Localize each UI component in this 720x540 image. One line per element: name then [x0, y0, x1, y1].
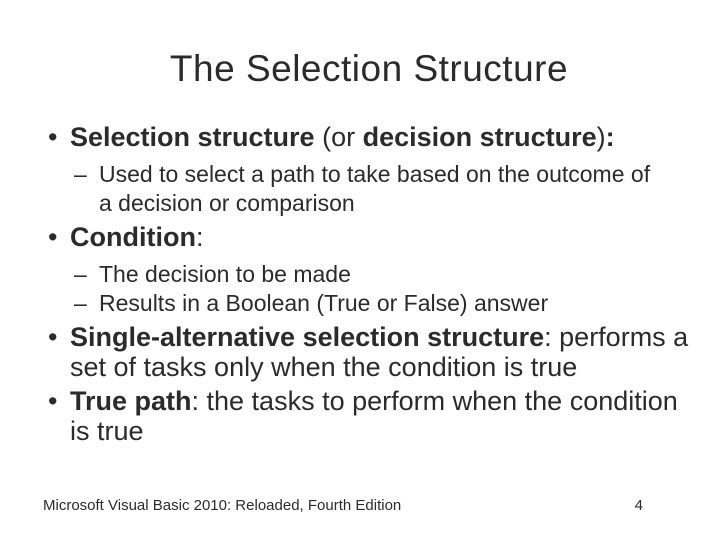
bullet-marker: • — [48, 122, 58, 152]
bullet-list: • Selection structure (or decision struct… — [0, 122, 720, 446]
sub-bullet-line: –The decision to be made — [0, 260, 720, 289]
text-segment: (or — [314, 122, 363, 152]
bullet-marker: • — [48, 386, 58, 416]
bullet-marker: • — [48, 222, 58, 252]
page-number: 4 — [634, 497, 643, 514]
text-segment: : — [195, 222, 204, 252]
slide-title: The Selection Structure — [169, 48, 569, 89]
text-segment: : the tasks to perform when the conditio… — [191, 386, 678, 416]
text-segment: : — [605, 122, 615, 152]
bullet-line: is true — [0, 416, 720, 446]
text-segment: : performs a — [544, 322, 689, 352]
text-segment: True path — [70, 386, 192, 416]
text-segment: The decision to be made — [99, 261, 351, 287]
bullet-line: • Single-alternative selection structure:… — [0, 322, 720, 352]
bullet-line: • Selection structure (or decision struct… — [0, 122, 720, 152]
text-segment: set of tasks only when the condition is … — [70, 352, 578, 382]
dash-marker: – — [74, 261, 87, 287]
text-segment: Condition — [70, 222, 196, 252]
footer-text: Microsoft Visual Basic 2010: Reloaded, F… — [43, 497, 402, 514]
text-segment: decision structure — [362, 122, 597, 152]
text-segment: is true — [70, 416, 144, 446]
sub-bullet-line: a decision or comparison — [0, 189, 720, 218]
sub-bullet-line: –Used to select a path to take based on … — [0, 160, 720, 189]
text-segment: Selection structure — [70, 122, 315, 152]
dash-marker: – — [74, 290, 87, 316]
text-segment: ) — [596, 122, 606, 152]
bullet-marker: • — [48, 322, 58, 352]
sub-bullet-line: –Results in a Boolean (True or False) an… — [0, 289, 720, 318]
bullet-line: • Condition: — [0, 222, 720, 252]
text-segment: Results in a Boolean (True or False) ans… — [99, 290, 549, 316]
bullet-line: set of tasks only when the condition is … — [0, 352, 720, 382]
text-segment: Single-alternative selection structure — [70, 322, 545, 352]
bullet-line: • True path: the tasks to perform when th… — [0, 386, 720, 416]
dash-marker: – — [74, 161, 87, 187]
text-segment: Used to select a path to take based on t… — [99, 161, 651, 187]
text-segment: a decision or comparison — [99, 190, 355, 216]
